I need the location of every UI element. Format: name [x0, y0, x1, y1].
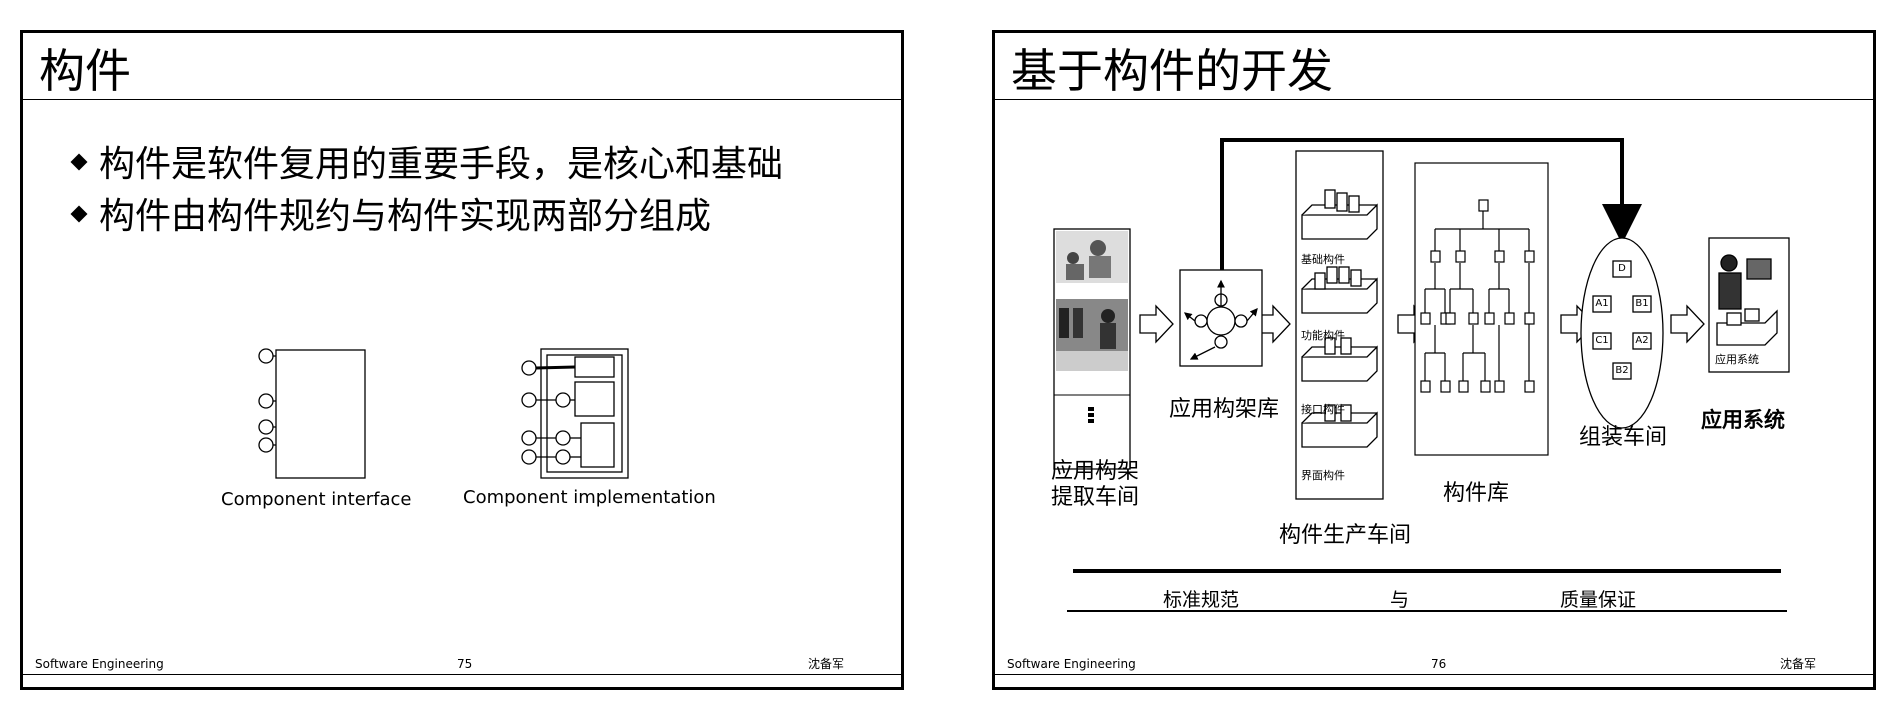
standards-middle: 与 [1390, 589, 1410, 611]
footer-divider [23, 674, 901, 675]
implementation-caption: Component implementation [463, 487, 716, 508]
shelf-label: 功能构件 [1301, 329, 1345, 342]
port-icon [258, 419, 274, 435]
shelf-label: 基础构件 [1301, 253, 1345, 266]
subcomponent-box [580, 422, 615, 468]
port-icon [555, 430, 571, 446]
slide-75: 构件 构件是软件复用的重要手段，是核心和基础 构件由构件规约与构件实现两部分组成 [20, 30, 904, 690]
port-icon [521, 360, 537, 376]
subcomponent-box [574, 356, 615, 378]
extract-workshop-label: 应用构架 [1051, 459, 1140, 484]
assembly-box-label: B2 [1615, 365, 1629, 376]
shelf [1301, 266, 1378, 314]
bullet-text: 构件由构件规约与构件实现两部分组成 [99, 196, 712, 237]
title-bar: 基于构件的开发 [995, 33, 1873, 100]
shelf-label: 界面构件 [1301, 469, 1345, 482]
flow-arrow-icon [1670, 304, 1705, 344]
footer-author: 沈备军 [808, 657, 845, 671]
standards-left: 标准规范 [1163, 589, 1240, 611]
bullet-text: 构件是软件复用的重要手段，是核心和基础 [99, 144, 784, 185]
footer-page-number: 76 [1431, 657, 1447, 671]
shelf [1301, 337, 1378, 382]
slide-76: 基于构件的开发 [992, 30, 1876, 690]
title-bar: 构件 [23, 33, 901, 100]
slide-title: 基于构件的开发 [1011, 44, 1333, 98]
footer-author: 沈备军 [1780, 657, 1817, 671]
footer-page-number: 75 [457, 657, 473, 671]
assembly-box-label: B1 [1635, 298, 1649, 309]
app-system-small-label: 应用系统 [1715, 353, 1759, 366]
component-figure [258, 348, 629, 479]
component-library-tree [1414, 162, 1549, 456]
port-icon [258, 348, 274, 364]
assembly-box-label: C1 [1595, 335, 1609, 346]
extract-workshop-label: 提取车间 [1051, 485, 1140, 510]
component-library-label: 构件库 [1443, 481, 1510, 506]
application-system-label: 应用系统 [1701, 408, 1785, 432]
assembly-box-label: A2 [1635, 335, 1649, 346]
shelf [1301, 189, 1378, 240]
application-system-box [1708, 237, 1790, 373]
port-icon [258, 393, 274, 409]
bullet-item: 构件是软件复用的重要手段，是核心和基础 [67, 139, 783, 191]
implementation-box [540, 348, 629, 479]
framework-library-label: 应用构架库 [1169, 397, 1280, 422]
port-icon [521, 449, 537, 465]
extraction-workshop-panel [1053, 228, 1131, 470]
cbd-process-diagram [1053, 138, 1790, 612]
bullet-item: 构件由构件规约与构件实现两部分组成 [67, 191, 783, 243]
framework-library-box [1179, 269, 1263, 367]
assembly-workshop-label: 组装车间 [1579, 425, 1668, 450]
slide-title: 构件 [39, 44, 131, 98]
production-workshop-column [1295, 150, 1384, 500]
flow-arrow-icon [1139, 304, 1174, 344]
assembly-box-label: D [1618, 263, 1626, 274]
footer-course: Software Engineering [35, 657, 164, 671]
port-icon [555, 449, 571, 465]
production-workshop-label: 构件生产车间 [1279, 523, 1412, 548]
subcomponent-box [574, 381, 615, 417]
assembly-box-label: A1 [1595, 298, 1609, 309]
shelf-label: 接口构件 [1301, 403, 1345, 416]
standards-right: 质量保证 [1560, 589, 1637, 611]
footer-course: Software Engineering [1007, 657, 1136, 671]
bullet-list: 构件是软件复用的重要手段，是核心和基础 构件由构件规约与构件实现两部分组成 [67, 139, 783, 243]
assembly-workshop [1580, 237, 1664, 429]
interface-caption: Component interface [221, 489, 412, 510]
shelf [1301, 404, 1378, 448]
footer-divider [995, 674, 1873, 675]
feedback-arrow [1220, 138, 1642, 270]
port-icon [521, 430, 537, 446]
interface-box [275, 349, 366, 479]
port-icon [555, 392, 571, 408]
port-icon [258, 437, 274, 453]
port-icon [521, 392, 537, 408]
